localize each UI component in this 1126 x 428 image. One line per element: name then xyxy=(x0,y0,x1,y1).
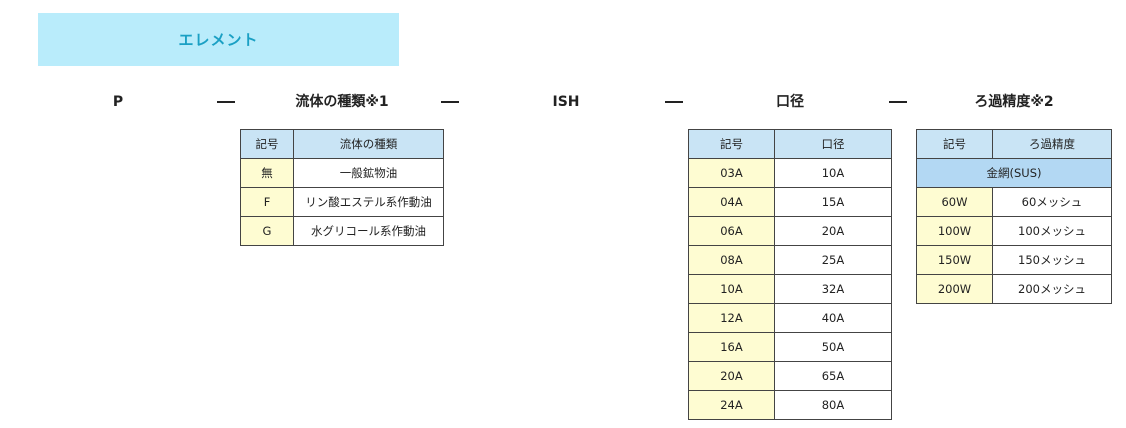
table-row: 150W 150メッシュ xyxy=(916,245,1112,275)
title-banner: エレメント xyxy=(38,13,399,66)
table-row: 06A 20A xyxy=(688,216,892,246)
cell-code: 24A xyxy=(688,390,775,420)
cell-value: 15A xyxy=(774,187,892,217)
fluid-type-table: 記号 流体の種類 無 一般鉱物油 F リン酸エステル系作動油 G 水グリコール系… xyxy=(240,129,444,246)
cell-code: 60W xyxy=(916,187,993,217)
cell-code: 150W xyxy=(916,245,993,275)
bore-table: 記号 口径 03A 10A 04A 15A 06A 20A 08A 25A 10… xyxy=(688,129,892,420)
cell-code: 200W xyxy=(916,274,993,304)
cell-value: 一般鉱物油 xyxy=(293,158,444,188)
table-header-row: 記号 流体の種類 xyxy=(240,129,444,159)
cell-value: 80A xyxy=(774,390,892,420)
table-row: 12A 40A xyxy=(688,303,892,333)
table-row: 無 一般鉱物油 xyxy=(240,158,444,188)
separator-dash xyxy=(889,101,907,103)
cell-value: 65A xyxy=(774,361,892,391)
separator-dash xyxy=(217,101,235,103)
table-header-row: 記号 ろ過精度 xyxy=(916,129,1112,159)
cell-value: 20A xyxy=(774,216,892,246)
table-row: 16A 50A xyxy=(688,332,892,362)
cell-code: 20A xyxy=(688,361,775,391)
table-row: 08A 25A xyxy=(688,245,892,275)
cell-value: 60メッシュ xyxy=(992,187,1112,217)
table-group-row: 金網(SUS) xyxy=(916,158,1112,188)
cell-value: 150メッシュ xyxy=(992,245,1112,275)
cell-code: 100W xyxy=(916,216,993,246)
table-row: 20A 65A xyxy=(688,361,892,391)
cell-value: 10A xyxy=(774,158,892,188)
table-row: 100W 100メッシュ xyxy=(916,216,1112,246)
table-row: 10A 32A xyxy=(688,274,892,304)
table-row: 60W 60メッシュ xyxy=(916,187,1112,217)
header-filtration: ろ過精度 xyxy=(992,129,1112,159)
cell-code: 04A xyxy=(688,187,775,217)
cell-code: 12A xyxy=(688,303,775,333)
cell-value: 25A xyxy=(774,245,892,275)
table-row: 03A 10A xyxy=(688,158,892,188)
header-fluid-type: 流体の種類 xyxy=(293,129,444,159)
table-row: G 水グリコール系作動油 xyxy=(240,216,444,246)
separator-dash xyxy=(441,101,459,103)
cell-value: 水グリコール系作動油 xyxy=(293,216,444,246)
header-code: 記号 xyxy=(916,129,993,159)
cell-value: 32A xyxy=(774,274,892,304)
table-row: F リン酸エステル系作動油 xyxy=(240,187,444,217)
code-segment-filtration: ろ過精度※2 xyxy=(974,94,1054,110)
cell-code: F xyxy=(240,187,294,217)
header-bore: 口径 xyxy=(774,129,892,159)
cell-code: 03A xyxy=(688,158,775,188)
table-row: 24A 80A xyxy=(688,390,892,420)
model-code-row: P 流体の種類※1 ISH 口径 ろ過精度※2 xyxy=(0,90,1126,114)
cell-code: 06A xyxy=(688,216,775,246)
code-segment-fluid-type: 流体の種類※1 xyxy=(295,94,389,110)
cell-code: G xyxy=(240,216,294,246)
header-code: 記号 xyxy=(688,129,775,159)
cell-code: 08A xyxy=(688,245,775,275)
cell-code: 10A xyxy=(688,274,775,304)
code-segment-bore: 口径 xyxy=(776,94,804,110)
code-segment-ish: ISH xyxy=(552,94,580,110)
table-header-row: 記号 口径 xyxy=(688,129,892,159)
table-row: 200W 200メッシュ xyxy=(916,274,1112,304)
table-row: 04A 15A xyxy=(688,187,892,217)
cell-value: 200メッシュ xyxy=(992,274,1112,304)
cell-value: リン酸エステル系作動油 xyxy=(293,187,444,217)
cell-value: 50A xyxy=(774,332,892,362)
header-code: 記号 xyxy=(240,129,294,159)
cell-code: 無 xyxy=(240,158,294,188)
group-label-mesh-material: 金網(SUS) xyxy=(916,158,1112,188)
cell-value: 100メッシュ xyxy=(992,216,1112,246)
page-title: エレメント xyxy=(178,31,259,49)
cell-value: 40A xyxy=(774,303,892,333)
separator-dash xyxy=(665,101,683,103)
cell-code: 16A xyxy=(688,332,775,362)
filtration-table: 記号 ろ過精度 金網(SUS) 60W 60メッシュ 100W 100メッシュ … xyxy=(916,129,1112,304)
code-segment-p: P xyxy=(112,94,124,110)
